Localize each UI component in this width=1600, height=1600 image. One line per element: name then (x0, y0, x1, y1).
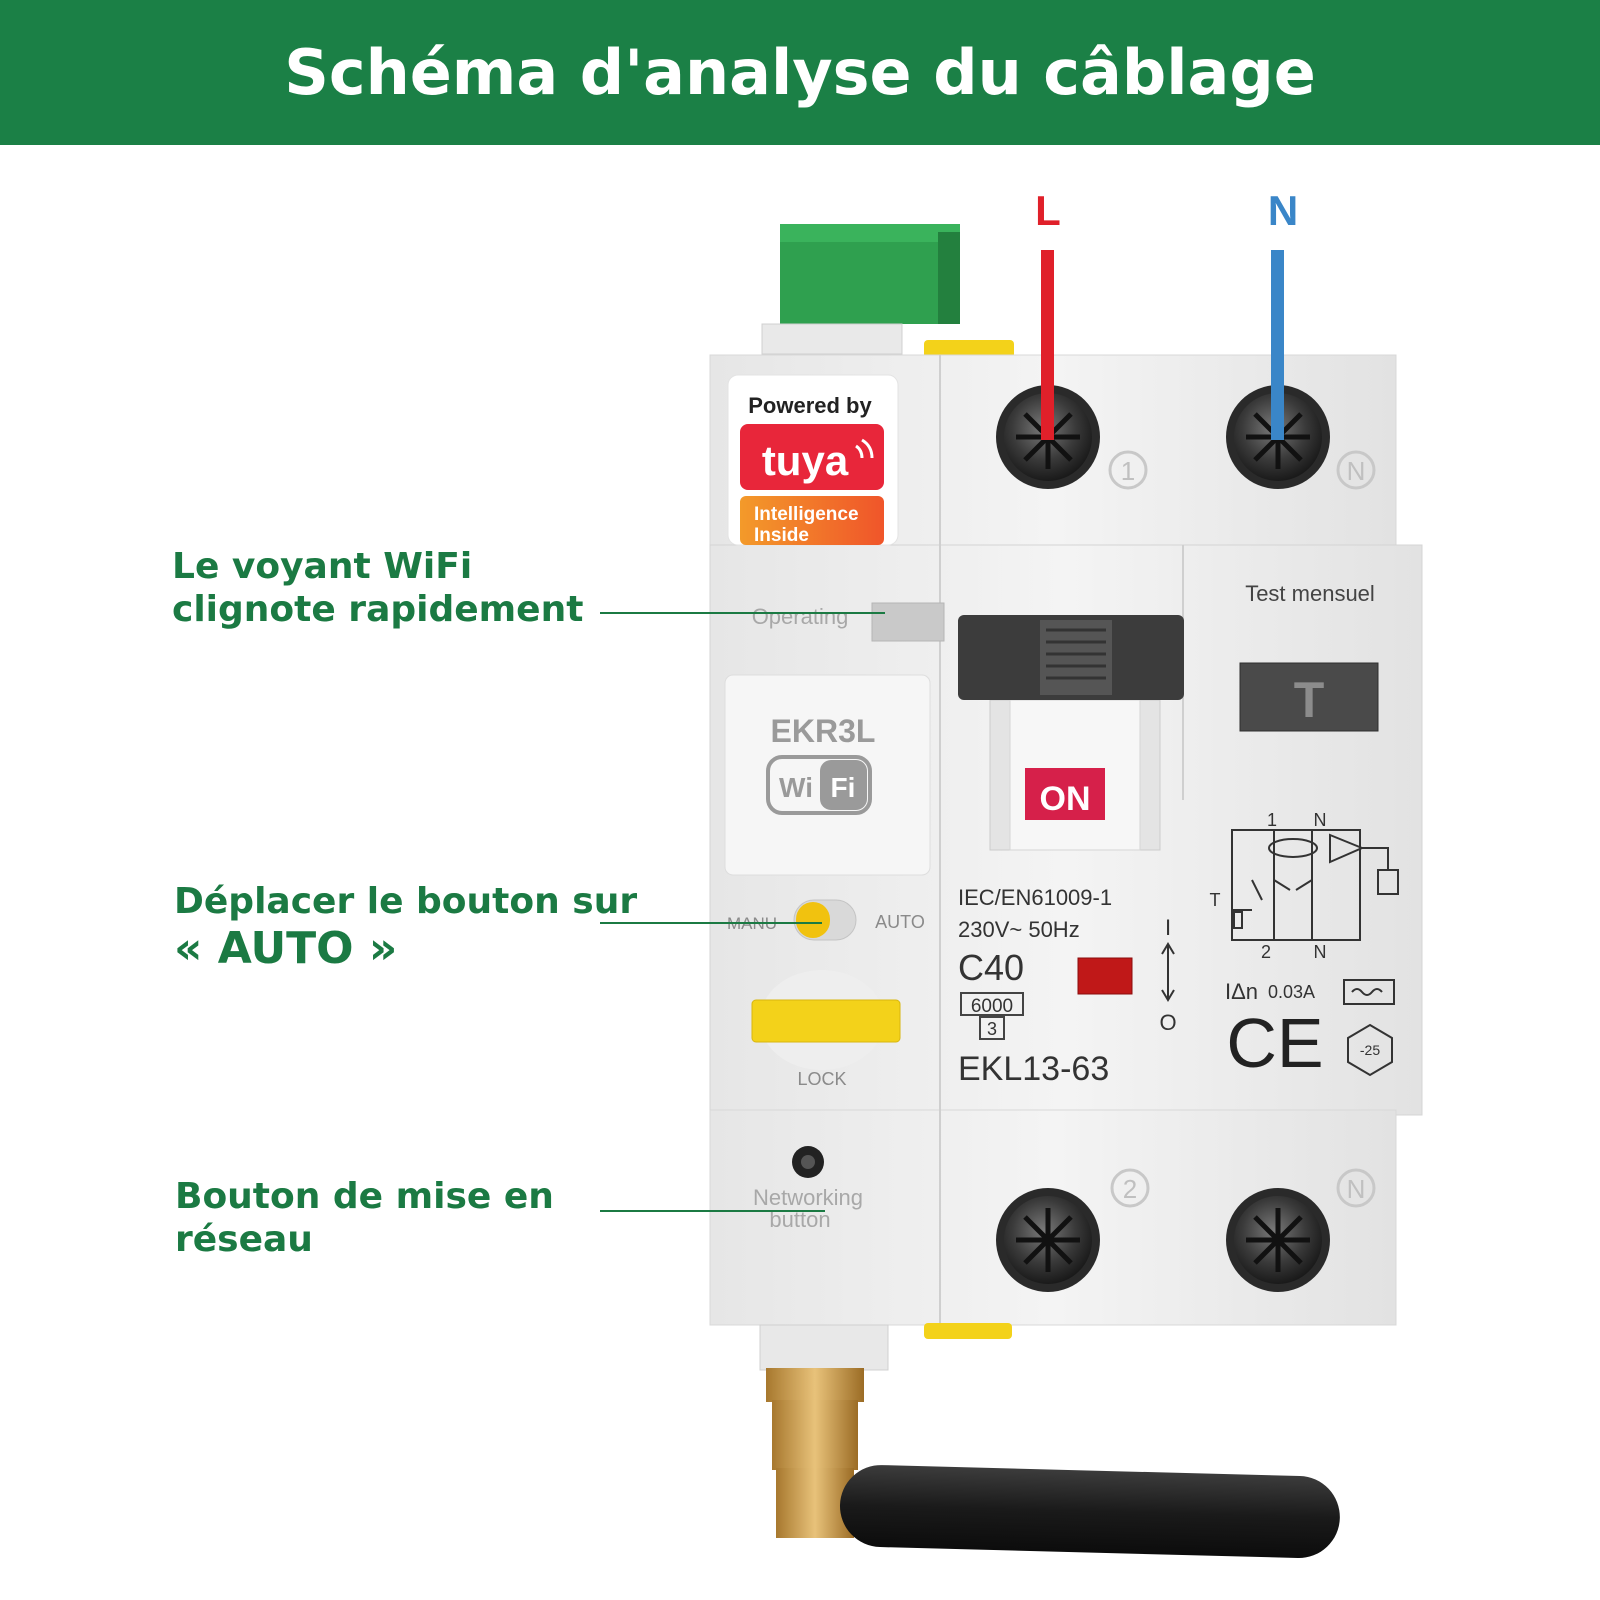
callout-wifi-led: Le voyant WiFi clignote rapidement (172, 545, 583, 631)
lock-button[interactable] (751, 999, 901, 1043)
header-banner: Schéma d'analyse du câblage (0, 0, 1600, 145)
callout-network-line2: réseau (175, 1219, 313, 1261)
switch-off-mark: O (1159, 1010, 1176, 1035)
model-text: EKL13-63 (958, 1050, 1109, 1088)
tuya-badge: Powered by tuya Intelligence Inside (727, 374, 899, 546)
temperature-icon (1347, 1023, 1393, 1077)
test-button[interactable] (1239, 662, 1379, 732)
rating-text: C40 (958, 947, 1024, 988)
callout-network-button: Bouton de mise en réseau (175, 1175, 554, 1261)
callout-auto-line1: Déplacer le bouton sur (174, 881, 638, 922)
wifi-signal-icon (855, 438, 874, 459)
auto-label: AUTO (875, 912, 925, 932)
test-button-key: T (1294, 672, 1325, 728)
leader-line-network (600, 1210, 825, 1212)
schematic-label-2: 2 (1261, 942, 1271, 962)
antenna (766, 1368, 1340, 1559)
wifi-logo-right: Fi (831, 772, 856, 803)
neutral-label: N (1268, 187, 1298, 234)
networking-label: Networking (753, 1185, 863, 1210)
test-label: Test mensuel (1245, 581, 1375, 606)
sensitivity-symbol: IΔn (1225, 979, 1258, 1004)
inside-text: Inside (754, 525, 809, 546)
switch-direction-icon (1161, 942, 1175, 1002)
operating-label: Operating (752, 604, 849, 629)
schematic-label-t: T (1210, 890, 1221, 910)
top-clip (924, 340, 1014, 358)
slider-knob[interactable] (796, 902, 830, 938)
antenna-mount (759, 1324, 889, 1371)
lock-label: LOCK (797, 1069, 846, 1089)
wifi-led-indicator (871, 602, 945, 642)
callout-auto-switch: Déplacer le bouton sur « AUTO » (174, 880, 637, 976)
module-model-text: EKR3L (771, 713, 876, 749)
standard-text: IEC/EN61009-1 (958, 885, 1112, 910)
callout-wifi-line2: clignote rapidement (172, 589, 584, 631)
voltage-text: 230V~ 50Hz (958, 917, 1080, 942)
leader-line-auto (600, 922, 822, 924)
terminal-label-1: 1 (1121, 456, 1135, 486)
schematic-label-1: 1 (1267, 810, 1277, 830)
callout-wifi-line1: Le voyant WiFi (172, 546, 473, 587)
terminal-screw-bottom-n (1226, 1188, 1330, 1292)
bottom-clip (924, 1323, 1012, 1339)
ac-type-icon (1343, 979, 1395, 1005)
powered-by-text: Powered by (748, 393, 872, 418)
terminal-label-n-top: N (1347, 456, 1366, 486)
switch-on-mark: I (1165, 915, 1171, 940)
callout-network-line1: Bouton de mise en (175, 1176, 554, 1217)
on-indicator-text: ON (1040, 780, 1091, 818)
live-label: L (1035, 187, 1061, 234)
schematic-label-n2: N (1314, 942, 1327, 962)
terminal-label-2: 2 (1123, 1174, 1137, 1204)
class-text: 3 (987, 1019, 997, 1039)
live-wire (1041, 250, 1054, 440)
intelligence-text: Intelligence (754, 504, 859, 525)
main-toggle-lever[interactable]: ON (958, 615, 1184, 851)
terminal-label-n-bottom: N (1347, 1174, 1366, 1204)
page-title: Schéma d'analyse du câblage (284, 36, 1316, 109)
terminal-screw-bottom-2 (996, 1188, 1100, 1292)
schematic-label-n: N (1314, 810, 1327, 830)
green-connector (761, 224, 960, 355)
wifi-module-panel: EKR3L Wi Fi (724, 674, 931, 876)
temperature-text: -25 (1360, 1042, 1380, 1058)
trip-indicator-window (1077, 957, 1133, 995)
ce-mark: CE (1226, 1004, 1323, 1082)
capacity-text: 6000 (971, 996, 1013, 1017)
neutral-wire (1271, 250, 1284, 440)
callout-auto-line2: « AUTO » (174, 923, 398, 975)
sensitivity-text: 0.03A (1268, 982, 1315, 1002)
wifi-logo-left: Wi (779, 772, 813, 803)
circuit-schematic-icon (1231, 829, 1399, 941)
tuya-logo-text: tuya (762, 437, 849, 484)
leader-line-wifi (600, 612, 885, 614)
